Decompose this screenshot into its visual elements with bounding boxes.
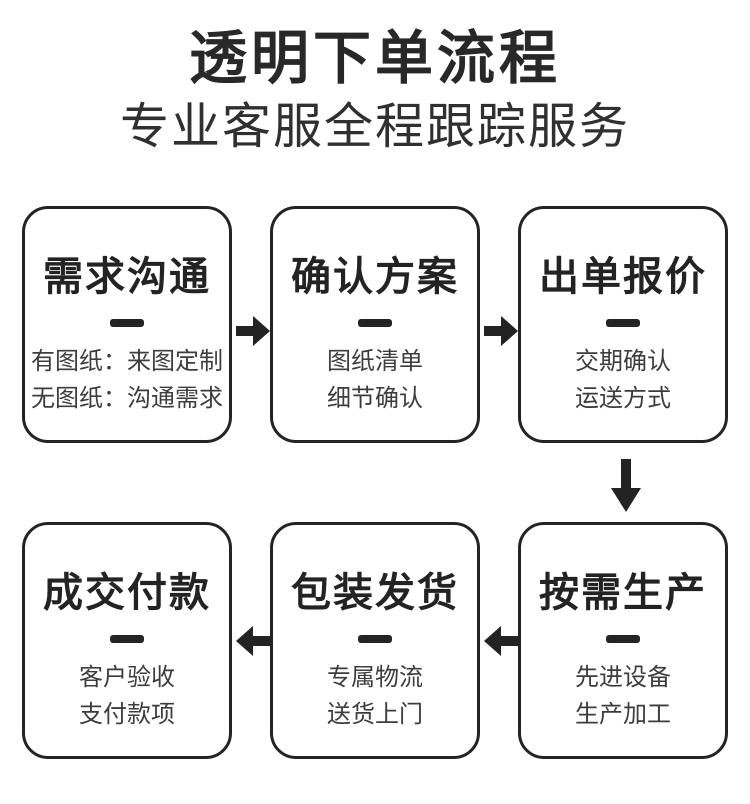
divider-dash: [110, 635, 144, 643]
step-detail-line: 客户验收: [79, 664, 175, 691]
step-detail-line: 运送方式: [575, 385, 671, 412]
step-detail-line: 无图纸：沟通需求: [31, 385, 223, 412]
arrow-left-icon: [484, 626, 518, 656]
step-box-confirm-plan: 确认方案 图纸清单 细节确认: [270, 206, 480, 443]
step-detail-line: 交期确认: [575, 348, 671, 375]
arrow-left-icon: [236, 626, 270, 656]
divider-dash: [606, 319, 640, 327]
step-title: 按需生产: [539, 571, 707, 615]
arrow-down-icon: [611, 459, 641, 512]
divider-dash: [358, 319, 392, 327]
divider-dash: [358, 635, 392, 643]
step-box-production: 按需生产 先进设备 生产加工: [518, 522, 728, 759]
step-title: 确认方案: [291, 255, 459, 299]
step-detail-line: 细节确认: [327, 385, 423, 412]
step-title: 成交付款: [43, 571, 211, 615]
step-box-packing-shipping: 包装发货 专属物流 送货上门: [270, 522, 480, 759]
step-detail-line: 图纸清单: [327, 348, 423, 375]
step-box-demand-communication: 需求沟通 有图纸：来图定制 无图纸：沟通需求: [22, 206, 232, 443]
page-title: 透明下单流程: [188, 26, 561, 91]
step-detail-line: 送货上门: [327, 701, 423, 728]
step-detail-line: 先进设备: [575, 664, 671, 691]
step-title: 需求沟通: [43, 255, 211, 299]
page-subtitle: 专业客服全程跟踪服务: [119, 99, 630, 154]
step-detail-line: 支付款项: [79, 701, 175, 728]
step-box-payment: 成交付款 客户验收 支付款项: [22, 522, 232, 759]
divider-dash: [110, 319, 144, 327]
step-detail-line: 生产加工: [575, 701, 671, 728]
arrow-right-icon: [484, 316, 518, 346]
header: 透明下单流程 专业客服全程跟踪服务: [0, 24, 750, 156]
step-title: 出单报价: [539, 255, 707, 299]
step-detail-line: 专属物流: [327, 664, 423, 691]
arrow-right-icon: [236, 316, 270, 346]
divider-dash: [606, 635, 640, 643]
step-title: 包装发货: [291, 571, 459, 615]
step-box-quotation: 出单报价 交期确认 运送方式: [518, 206, 728, 443]
step-detail-line: 有图纸：来图定制: [31, 348, 223, 375]
